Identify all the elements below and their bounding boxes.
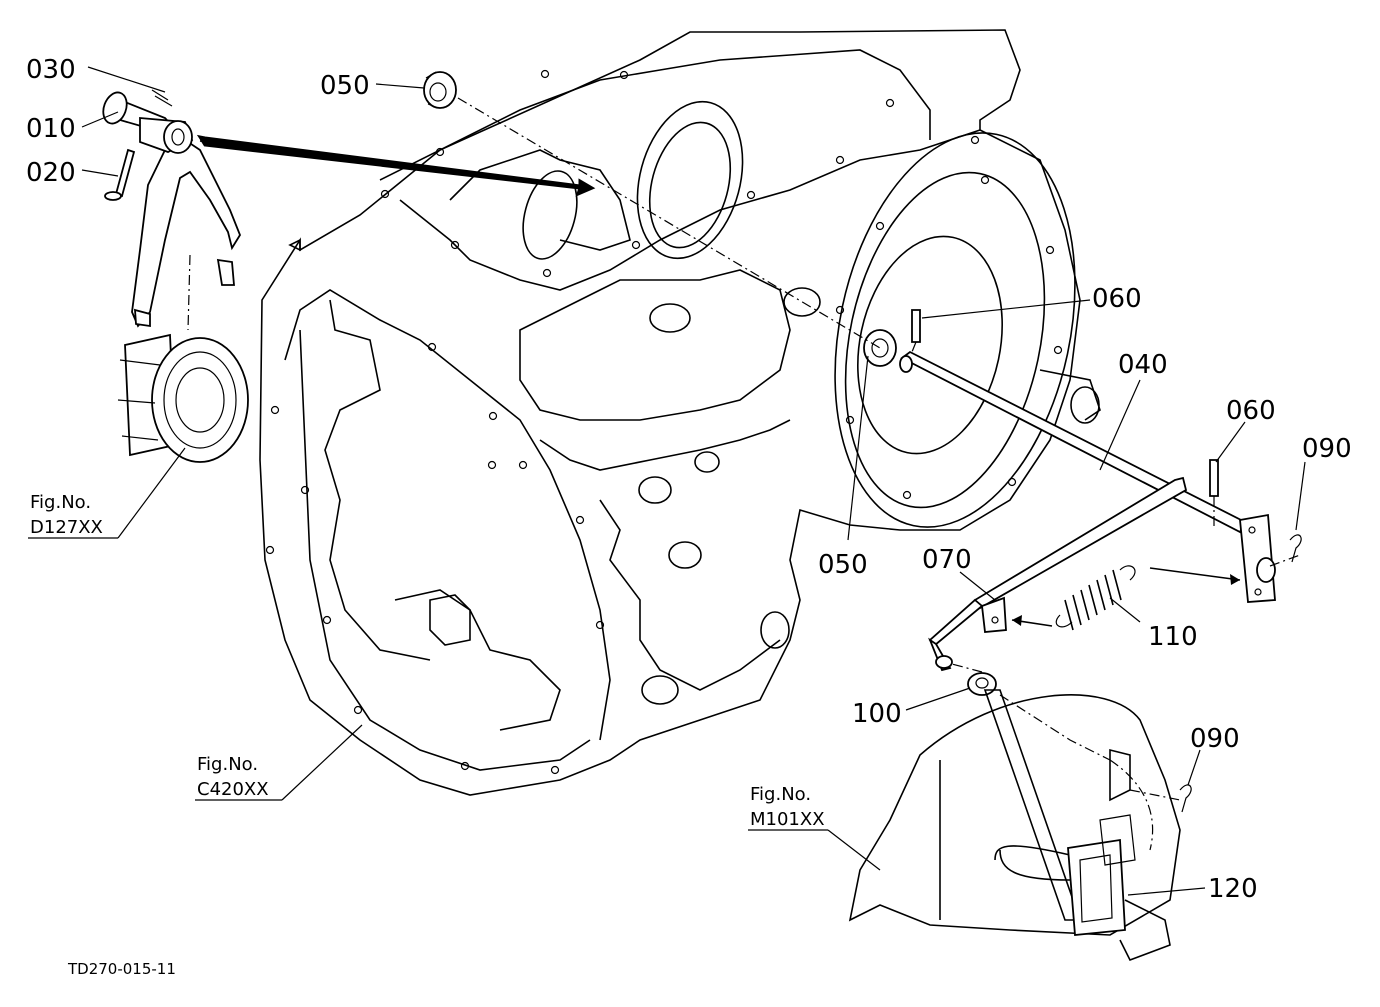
spring-pin-060-a — [911, 309, 921, 343]
callout-010: 010 — [26, 114, 76, 144]
assembly-guides — [187, 97, 1301, 801]
callout-030: 030 — [26, 55, 76, 85]
leader-lines — [28, 66, 1306, 896]
callout-110: 110 — [1148, 622, 1198, 652]
cotter-pin-090-b — [1179, 784, 1192, 813]
callout-090-a: 090 — [1302, 434, 1352, 464]
callout-070: 070 — [922, 545, 972, 575]
spring-pin-060-b — [1209, 459, 1219, 497]
fig-ref-m101-label: Fig.No. — [750, 784, 811, 805]
callout-060-a: 060 — [1092, 284, 1142, 314]
callout-060-b: 060 — [1226, 396, 1276, 426]
bearing-050-mid — [863, 329, 897, 367]
bearing-d127 — [117, 333, 249, 463]
callout-090-b: 090 — [1190, 724, 1240, 754]
shift-fork-010 — [102, 91, 242, 328]
callout-050-mid: 050 — [818, 550, 868, 580]
callout-020: 020 — [26, 158, 76, 188]
shift-shaft-040 — [899, 350, 1276, 603]
callout-120: 120 — [1208, 874, 1258, 904]
fig-ref-d127-label: Fig.No. — [30, 492, 91, 513]
shift-rod-070 — [928, 476, 1188, 672]
collar-100 — [967, 672, 997, 696]
callout-labels: 030 010 020 050 050 060 040 060 090 070 … — [26, 55, 1352, 904]
callout-100: 100 — [852, 699, 902, 729]
fig-ref-d127-code: D127XX — [30, 517, 103, 538]
drawing-code: TD270-015-11 — [67, 960, 176, 978]
snap-ring-030 — [151, 89, 173, 107]
transmission-case — [259, 29, 1101, 796]
bearing-050-top — [423, 71, 457, 109]
cotter-pin-090-a — [1289, 534, 1302, 563]
lever-guide-assembly — [848, 689, 1181, 962]
fig-ref-m101-code: M101XX — [750, 809, 825, 830]
fig-ref-c420-code: C420XX — [197, 779, 269, 800]
spring-pin-020 — [104, 148, 136, 201]
callout-050-top: 050 — [320, 71, 370, 101]
tension-spring-110 — [1055, 565, 1136, 631]
figure-references: Fig.No. D127XX Fig.No. C420XX Fig.No. M1… — [30, 492, 825, 830]
callout-040: 040 — [1118, 350, 1168, 380]
fig-ref-c420-label: Fig.No. — [197, 754, 258, 775]
